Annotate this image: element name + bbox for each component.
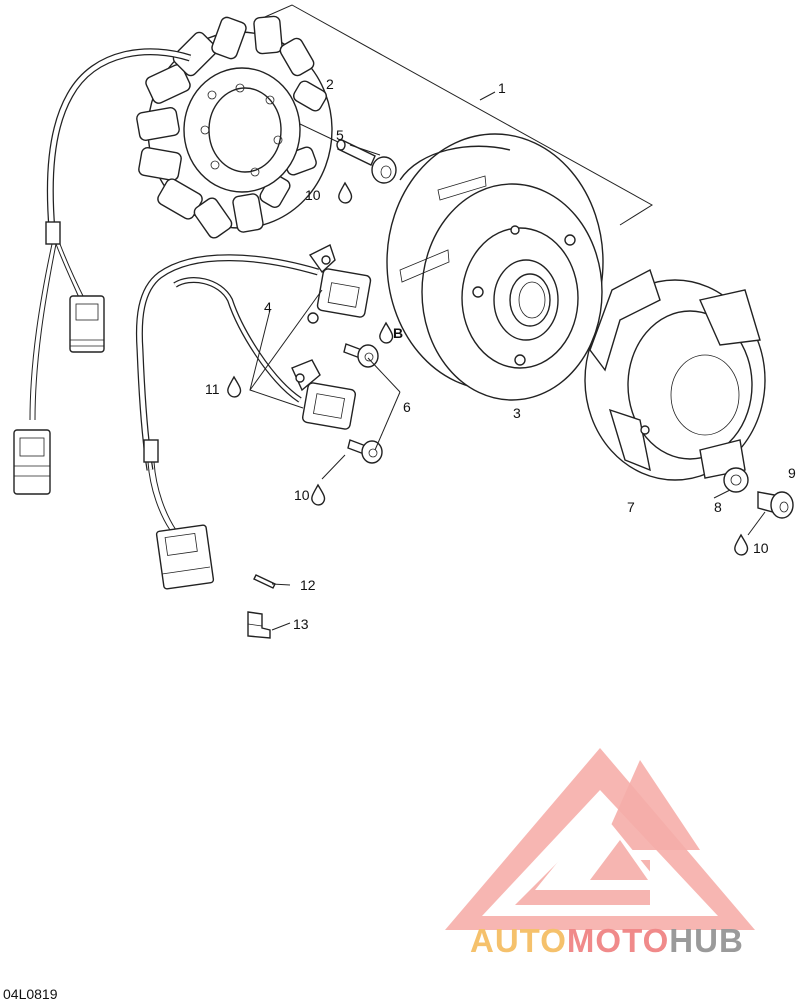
callout-4: 4 [264, 299, 272, 315]
connector-icon [155, 524, 215, 590]
assembly-bracket-line [257, 4, 653, 226]
bolt-icon [347, 439, 383, 464]
brand-hub: HUB [669, 922, 744, 959]
callout-5: 5 [336, 127, 344, 143]
callout-9: 9 [788, 465, 796, 481]
sealant-drop-icon [734, 533, 749, 556]
trigger-wheel-icon [584, 268, 766, 481]
sensor-icon [291, 359, 357, 430]
washer-icon [723, 467, 749, 493]
leader-lines [249, 144, 766, 631]
callout-6: 6 [403, 399, 411, 415]
stator-icon [136, 15, 333, 239]
callout-10-bolt: 10 [305, 187, 321, 203]
sensor-harness [135, 254, 319, 531]
brand-auto: AUTO [470, 922, 567, 959]
clip-icon [247, 611, 271, 639]
sealant-drop-icon [311, 483, 326, 506]
connector-icon [13, 429, 51, 495]
figure-reference: 04L0819 [3, 986, 58, 1002]
callout-2: 2 [326, 76, 334, 92]
pin-icon [253, 574, 276, 589]
callout-10-sensor: 10 [294, 487, 310, 503]
bolt-icon [757, 491, 794, 519]
sealant-drop-icon [379, 321, 394, 344]
brand-moto: MOTO [567, 922, 669, 959]
sealant-drop-icon [338, 181, 353, 204]
flywheel-icon [386, 133, 604, 401]
sensor-icon [307, 244, 372, 324]
callout-12: 12 [300, 577, 316, 593]
callout-13: 13 [293, 616, 309, 632]
bolt-icon [343, 343, 379, 368]
callout-10-screw: 10 [753, 540, 769, 556]
sealant-drop-icon [227, 375, 242, 398]
bolt-icon [336, 139, 397, 184]
callout-11: 11 [205, 381, 220, 397]
callout-3: 3 [513, 405, 521, 421]
watermark-brand: AUTOMOTOHUB [470, 922, 744, 959]
callout-8: 8 [714, 499, 722, 515]
connector-icon [69, 295, 105, 353]
brand-logo-icon [445, 748, 755, 930]
callout-1: 1 [498, 80, 506, 96]
stator-harness [29, 48, 192, 421]
callout-b: B [393, 325, 403, 341]
callout-7: 7 [627, 499, 635, 515]
